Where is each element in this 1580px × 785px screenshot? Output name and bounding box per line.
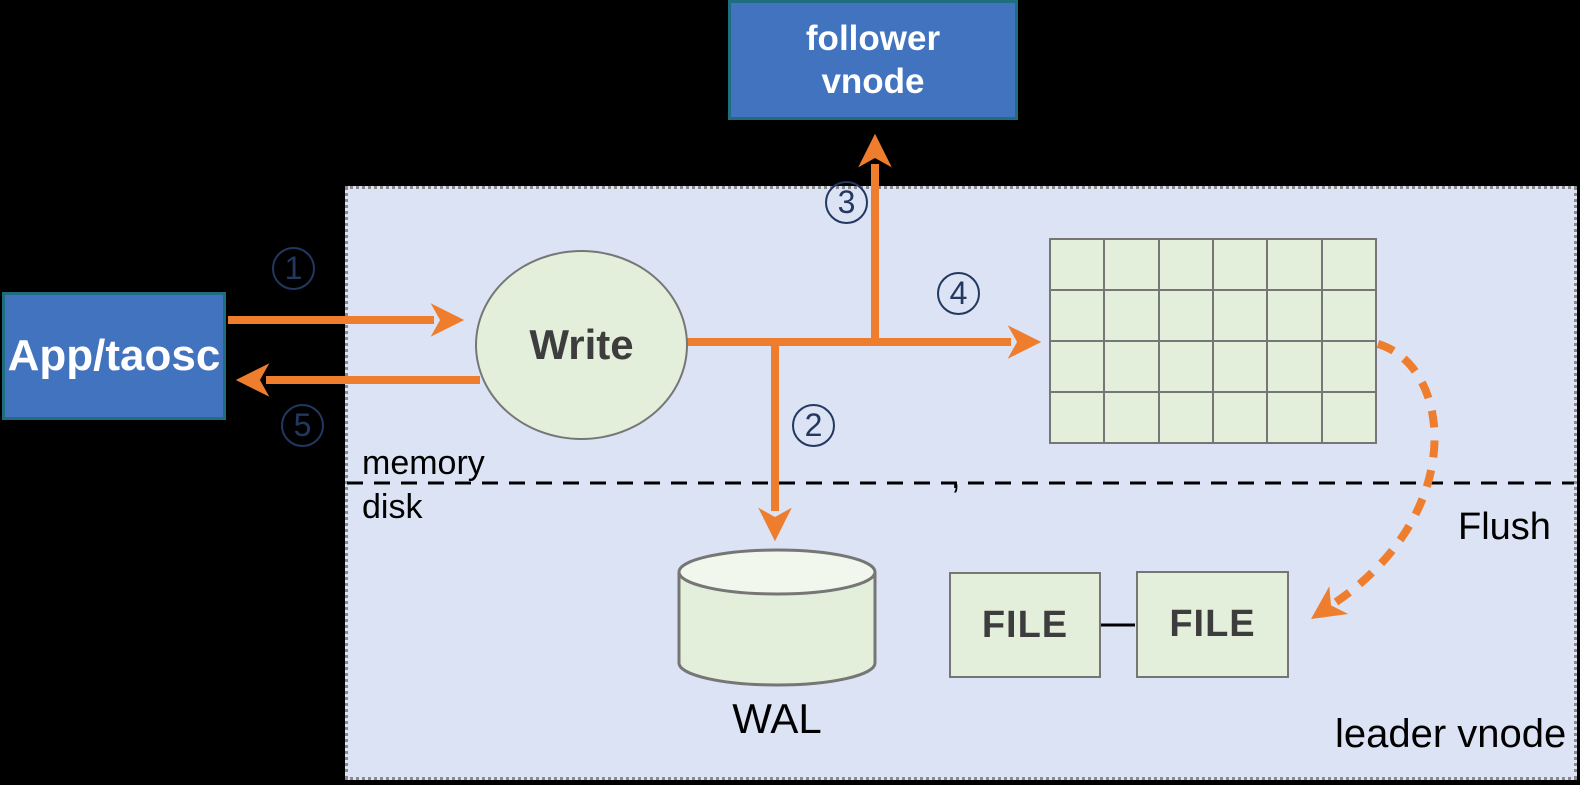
memtable-cell [1267,341,1322,392]
file-left-label: FILE [981,603,1069,646]
follower-vnode-node: follower vnode [728,0,1018,120]
memtable-cell [1104,341,1159,392]
disk-label: disk [362,488,423,526]
follower-vnode-label-line2: vnode [821,62,925,101]
step-1-badge: 1 [272,247,315,290]
wal-label: WAL [732,695,822,742]
memtable-cell [1050,392,1105,443]
app-taosc-node: App/taosc [2,292,226,420]
memtable-cell [1321,341,1376,392]
memtable-cell [1104,290,1159,341]
memtable-cell [1212,239,1268,290]
memtable-cell [1158,239,1213,290]
app-taosc-label: App/taosc [7,331,221,380]
memtable-cell [1050,239,1105,290]
memtable-cell [1267,290,1322,341]
file-node-right: FILE [1136,571,1289,678]
follower-vnode-label-line1: follower [805,19,941,58]
memtable-cell [1212,341,1268,392]
memtable-cell [1050,341,1105,392]
leader-vnode-label: leader vnode [1335,712,1567,756]
file-right-label: FILE [1169,603,1256,645]
stray-comma-mark: , [951,458,961,496]
memtable-cell [1212,392,1268,443]
memory-label: memory [362,444,485,482]
memtable-cell [1104,239,1159,290]
flush-label: Flush [1458,506,1551,548]
step-5-badge: 5 [281,404,324,447]
memtable-cell [1212,290,1268,341]
memtable-cell [1104,392,1159,443]
step-4-badge: 4 [937,272,980,315]
memtable-cell [1267,392,1322,443]
memtable-cell [1158,341,1213,392]
memtable-cell [1267,239,1322,290]
wal-cylinder [677,548,877,687]
memtable-cell [1050,290,1105,341]
memtable-cell [1321,392,1376,443]
file-node-left: FILE [949,572,1101,678]
memtable-cell [1158,290,1213,341]
step-2-badge: 2 [792,404,835,447]
memtable-cell [1158,392,1213,443]
memtable-cell [1321,290,1376,341]
write-label: Write [529,321,634,368]
step-3-badge: 3 [825,181,868,224]
write-process-node: Write [475,250,688,440]
memtable-grid [1049,238,1377,444]
memtable-cell [1321,239,1376,290]
